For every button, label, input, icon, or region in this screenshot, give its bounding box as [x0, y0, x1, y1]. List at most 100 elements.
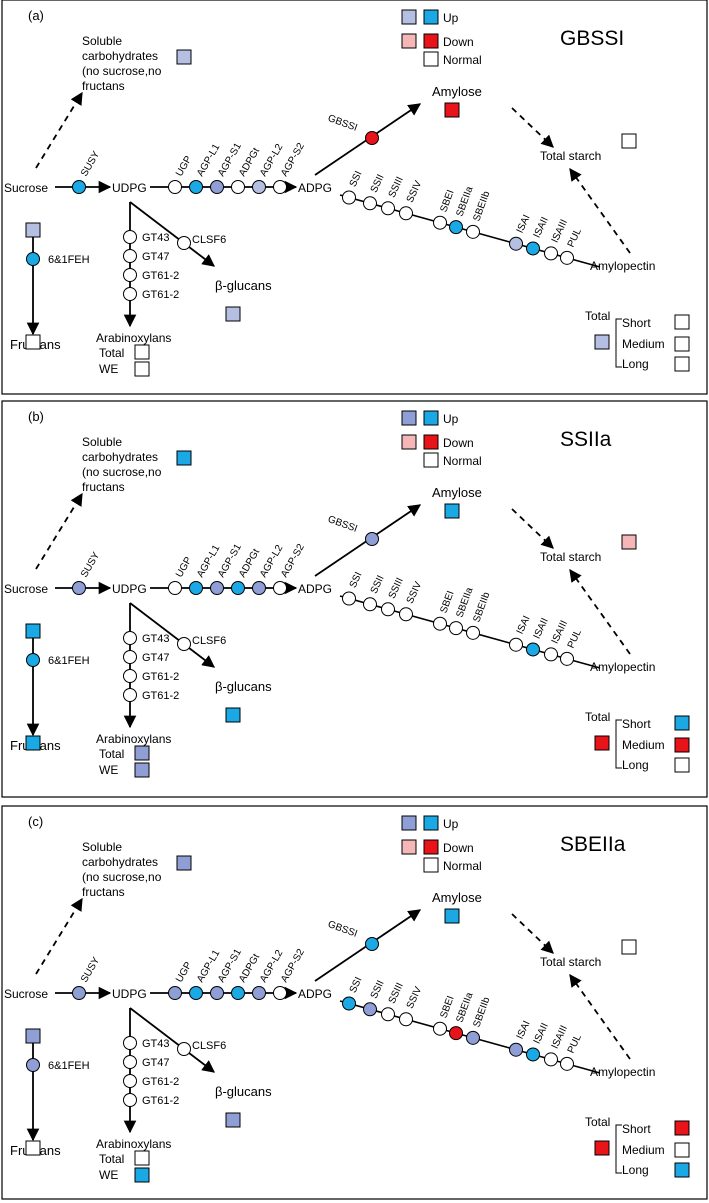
enzyme-node-isaiii	[544, 1052, 558, 1067]
legend-up-swatch-light	[401, 815, 417, 831]
enzyme-node-sbei	[433, 215, 447, 230]
enzyme-node-isaii	[526, 241, 540, 256]
enzyme-label: ISAII	[532, 616, 551, 640]
gt-label: GT61-2	[142, 270, 179, 282]
sucrose-to-soluble-arrow	[35, 897, 83, 975]
susy-node	[72, 581, 86, 595]
long-label: Long	[622, 1163, 649, 1177]
enzyme-label: SBEI	[438, 590, 456, 615]
legend-up-label: Up	[443, 817, 459, 831]
amylose-label: Amylose	[432, 890, 482, 905]
clsf6-label: CLSF6	[192, 1040, 226, 1052]
enzyme-node-agp-s2	[273, 986, 287, 1000]
short-label: Short	[622, 717, 651, 731]
enzyme-node-sbei	[433, 1021, 447, 1036]
soluble-carbohydrates-box	[176, 49, 192, 65]
enzyme-node-agp-s1	[210, 581, 224, 595]
gbssi-label: GBSSI	[326, 514, 358, 535]
enzyme-node-ugp	[168, 986, 182, 1000]
enzyme-node-pul	[560, 250, 574, 265]
beta-glucans-label: β-glucans	[215, 679, 272, 694]
gt-node	[123, 1093, 137, 1107]
enzyme-label: UGP	[174, 154, 195, 179]
enzyme-node-agp-l2	[252, 180, 266, 194]
udpg-label: UDPG	[112, 987, 147, 1001]
soluble-carbohydrates-label: fructans	[82, 79, 125, 93]
sucrose-label: Sucrose	[4, 987, 48, 1001]
ax-total-label: Total	[99, 346, 124, 360]
udpg-label: UDPG	[112, 582, 147, 596]
medium-box	[674, 1142, 690, 1158]
gt-node	[123, 650, 137, 664]
chain-total-box	[594, 334, 610, 350]
legend-up-label: Up	[443, 11, 459, 25]
enzyme-node-isaii	[526, 642, 540, 657]
gt-label: GT47	[142, 1057, 170, 1069]
enzyme-label: ISAI	[515, 1019, 533, 1041]
gt-label: GT47	[142, 251, 170, 263]
enzyme-node-agp-l2	[252, 986, 266, 1000]
legend-up-label: Up	[443, 412, 459, 426]
legend-down-swatch-light	[401, 839, 417, 855]
gbssi-node	[365, 532, 379, 546]
enzyme-node-ssiii	[381, 1007, 395, 1022]
clsf6-node	[177, 1042, 191, 1056]
long-box	[674, 356, 690, 372]
enzyme-node-adpgt	[231, 986, 245, 1000]
sucrose-to-soluble-arrow	[35, 492, 83, 570]
gt-label: GT43	[142, 1038, 170, 1050]
enzyme-node-ssi	[342, 996, 356, 1011]
enzyme-node-ssii	[363, 1002, 377, 1017]
enzyme-label: ISAII	[532, 1021, 551, 1045]
enzyme-node-ssiv	[399, 607, 413, 622]
panel-frame	[1, 400, 708, 798]
clsf6-node	[177, 236, 191, 250]
enzyme-label: SSI	[348, 570, 365, 589]
legend-up-swatch	[423, 815, 439, 831]
udpg-to-betaglucans-arrow	[129, 602, 216, 668]
panel-title: SSIIa	[560, 428, 612, 451]
fructans-top-box	[25, 623, 41, 639]
legend-up-swatch-light	[401, 410, 417, 426]
enzyme-node-adpgt	[231, 180, 245, 194]
panel-frame	[1, 805, 708, 1200]
enzyme-label: ISAII	[532, 215, 551, 239]
enzyme-label: SSIII	[387, 175, 406, 199]
chain-bracket	[615, 719, 622, 769]
enzyme-label: PUL	[566, 1032, 584, 1055]
amylose-to-starch-arrow	[511, 508, 554, 549]
panel-ssiia: (b)SSIIaUpDownNormalSolublecarbohydrates…	[1, 400, 708, 798]
gbssi-label: GBSSI	[326, 919, 358, 940]
ax-we-box	[134, 361, 150, 377]
legend-up-swatch	[423, 410, 439, 426]
amylopectin-label: Amylopectin	[590, 1065, 655, 1079]
long-box	[674, 1162, 690, 1178]
feh-node	[26, 1058, 40, 1072]
enzyme-node-isaii	[526, 1047, 540, 1062]
soluble-carbohydrates-box	[176, 855, 192, 871]
enzyme-label: SSIV	[405, 985, 425, 1011]
total-starch-label: Total starch	[540, 550, 601, 564]
enzyme-label: SBEIIa	[454, 586, 475, 619]
chain-bracket	[615, 318, 622, 368]
gt-node	[123, 287, 137, 301]
ax-we-box	[134, 1167, 150, 1183]
gt-label: GT61-2	[142, 671, 179, 683]
enzyme-label: SSI	[348, 975, 365, 994]
legend-normal-label: Normal	[443, 454, 482, 468]
enzyme-node-isaiii	[544, 647, 558, 662]
enzyme-node-ssiii	[381, 201, 395, 216]
legend-up-swatch	[423, 9, 439, 25]
soluble-carbohydrates-label: carbohydrates	[82, 450, 158, 464]
chain-total-box	[594, 735, 610, 751]
short-box	[674, 715, 690, 731]
enzyme-node-ugp	[168, 581, 182, 595]
legend-down-label: Down	[443, 841, 474, 855]
medium-label: Medium	[622, 1143, 665, 1157]
enzyme-label: SBEI	[438, 995, 456, 1020]
legend-down-label: Down	[443, 436, 474, 450]
gt-node	[123, 1074, 137, 1088]
enzyme-node-isai	[509, 236, 523, 251]
short-box	[674, 1120, 690, 1136]
panel-letter: (b)	[28, 409, 44, 424]
